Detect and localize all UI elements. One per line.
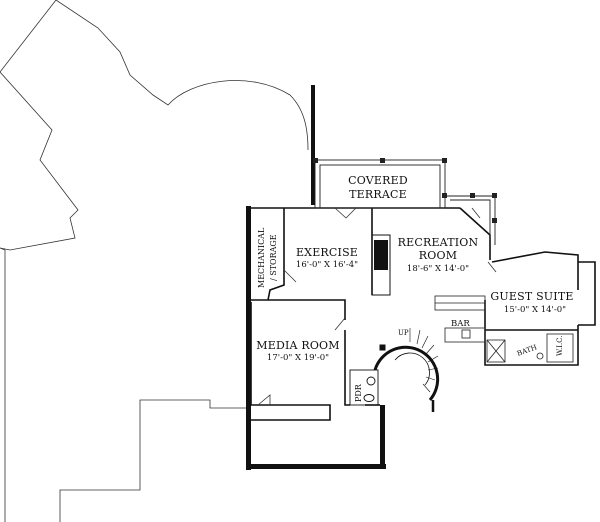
terrace-columns <box>313 158 497 223</box>
guest-suite-dims: 15'-0" X 14'-0" <box>504 305 566 315</box>
covered-terrace-label-1: COVERED <box>348 174 408 187</box>
upper-floor-outline <box>0 0 309 522</box>
powder-room <box>349 369 379 406</box>
mechanical-storage-label-2: / STORAGE <box>269 234 278 281</box>
covered-terrace-label-2: TERRACE <box>349 188 407 201</box>
exterior-wall-thick <box>246 85 386 470</box>
media-room-dims: 17'-0" X 19'-0" <box>267 353 329 363</box>
recreation-room-label-1: RECREATION <box>398 236 479 249</box>
bath-label: BATH <box>516 343 538 358</box>
walk-in-closet-label: W.I.C. <box>556 335 564 356</box>
fireplace <box>371 234 391 296</box>
covered-terrace-outline <box>314 159 496 245</box>
recreation-room-dims: 18'-6" X 14'-0" <box>407 264 469 274</box>
powder-room-label: PDR <box>354 383 363 402</box>
exercise-dims: 16'-0" X 16'-4" <box>296 260 358 270</box>
spiral-stair <box>373 328 440 412</box>
exercise-label: EXERCISE <box>296 246 358 259</box>
door-swings <box>257 207 497 406</box>
bar-label: BAR <box>451 319 470 329</box>
guest-suite-label: GUEST SUITE <box>490 290 573 303</box>
mechanical-storage-label-1: MECHANICAL <box>257 227 266 288</box>
guest-bath-fixtures <box>486 333 574 363</box>
stair-up-label: UP <box>398 329 409 337</box>
recreation-room-label-2: ROOM <box>419 249 457 262</box>
media-room-label: MEDIA ROOM <box>256 339 339 352</box>
bar-counter <box>434 295 486 343</box>
